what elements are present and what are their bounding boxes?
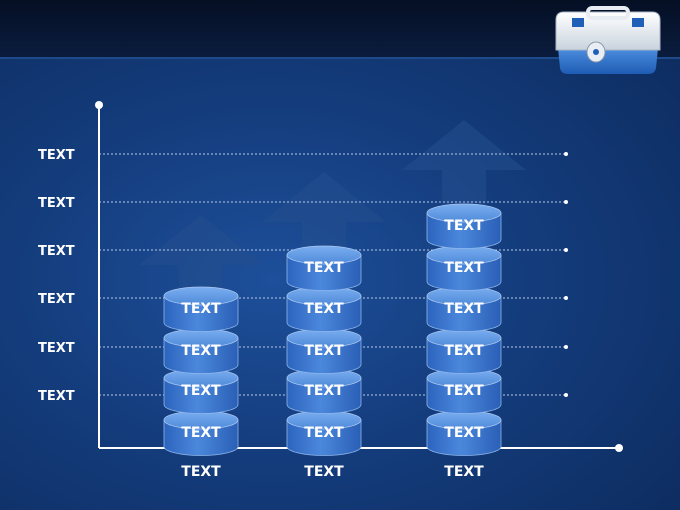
bar-2-segment-3: TEXT: [286, 328, 362, 374]
segment-label: TEXT: [304, 260, 344, 276]
cylinder-body: [426, 419, 502, 456]
y-tick-labels: TEXT TEXT TEXT TEXT TEXT TEXT: [38, 148, 75, 404]
cylinder-body: [286, 377, 362, 414]
segment-label: TEXT: [444, 301, 484, 317]
bar-2-segment-2: TEXT: [286, 368, 362, 414]
cylinder-body: [286, 337, 362, 374]
bar-3-segment-3: TEXT: [426, 328, 502, 374]
bar-3-segment-1: TEXT: [426, 410, 502, 456]
bar-1-segment-4: TEXT: [163, 286, 239, 332]
gridline-end-dot-2: [564, 345, 568, 349]
bar-3-segment-2: TEXT: [426, 368, 502, 414]
bar-2: TEXT TEXT TEXT TEXT TEXT: [286, 245, 362, 456]
y-axis-end-dot: [95, 101, 103, 109]
gridline-end-dot-3: [564, 296, 568, 300]
segment-label: TEXT: [181, 425, 221, 441]
cylinder-body: [163, 337, 239, 374]
cylinder-body: [163, 295, 239, 332]
segment-label: TEXT: [444, 218, 484, 234]
y-tick-label-3: TEXT: [38, 292, 75, 307]
cylinder-body: [426, 377, 502, 414]
bars: TEXTTEXTTEXTTEXTTEXTTEXTTEXTTEXTTEXTTEXT…: [163, 203, 502, 456]
bar-1-segment-3: TEXT: [163, 328, 239, 374]
segment-label: TEXT: [304, 301, 344, 317]
x-tick-label-1: TEXT: [181, 464, 221, 480]
bar-3-segment-6: TEXT: [426, 203, 502, 249]
segment-label: TEXT: [444, 425, 484, 441]
bar-2-segment-5: TEXT: [286, 245, 362, 291]
x-tick-label-2: TEXT: [304, 464, 344, 480]
y-tick-label-2: TEXT: [38, 341, 75, 356]
cylinder-body: [163, 377, 239, 414]
y-tick-label-6: TEXT: [38, 148, 75, 163]
gridline-end-dot-1: [564, 393, 568, 397]
y-tick-label-4: TEXT: [38, 244, 75, 259]
x-axis-end-dot: [615, 444, 623, 452]
cylinder-top: [163, 286, 239, 306]
bar-1-segment-2: TEXT: [163, 368, 239, 414]
cylinder-body: [286, 295, 362, 332]
segment-label: TEXT: [444, 343, 484, 359]
first-aid-kit-icon: [555, 6, 661, 74]
bar-1-segment-1: TEXT: [163, 410, 239, 456]
x-tick-labels: TEXT TEXT TEXT: [181, 464, 484, 480]
y-tick-label-1: TEXT: [38, 389, 75, 404]
cylinder-body: [163, 419, 239, 456]
gridline-end-dot-4: [564, 248, 568, 252]
cylinder-body: [426, 337, 502, 374]
segment-label: TEXT: [304, 383, 344, 399]
segment-label: TEXT: [181, 343, 221, 359]
cylinder-body: [426, 254, 502, 291]
bar-1: TEXT TEXT TEXT TEXT: [163, 286, 239, 456]
segment-label: TEXT: [181, 301, 221, 317]
segment-label: TEXT: [444, 383, 484, 399]
segment-label: TEXT: [444, 260, 484, 276]
bar-3-segment-4: TEXT: [426, 286, 502, 332]
cylinder-body: [286, 419, 362, 456]
cylinder-body: [286, 254, 362, 291]
bar-2-segment-4: TEXT: [286, 286, 362, 332]
cylinder-top: [286, 245, 362, 265]
cylinder-body: [426, 212, 502, 249]
bar-2-segment-1: TEXT: [286, 410, 362, 456]
segment-label: TEXT: [304, 425, 344, 441]
cylinder-body: [426, 295, 502, 332]
segment-label: TEXT: [304, 343, 344, 359]
gridline-end-dot-5: [564, 200, 568, 204]
segment-label: TEXT: [181, 383, 221, 399]
y-tick-label-5: TEXT: [38, 196, 75, 211]
x-tick-label-3: TEXT: [444, 464, 484, 480]
bar-3-segment-5: TEXT: [426, 245, 502, 291]
cylinder-top: [426, 203, 502, 223]
bar-3: TEXT TEXT TEXT TEXT TEXT TEXT: [426, 203, 502, 456]
header-divider: [0, 57, 680, 59]
gridline-end-dot-6: [564, 152, 568, 156]
